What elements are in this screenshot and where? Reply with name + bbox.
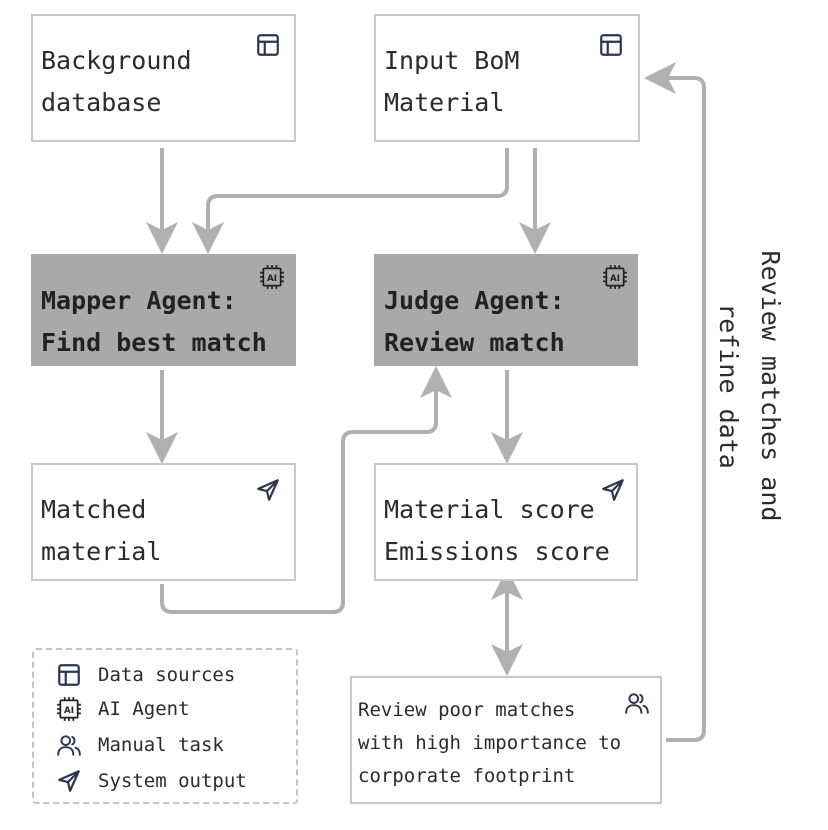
- send-icon: [602, 479, 624, 501]
- table-icon: [600, 34, 622, 56]
- node-review-poor-matches: Review poor matches with high importance…: [350, 676, 662, 804]
- side-label-line2: refine data: [714, 303, 743, 469]
- svg-text:AI: AI: [610, 274, 620, 284]
- arrow-matched-to-judge: [160, 366, 452, 614]
- legend-item-ai-agent: AI AI Agent: [56, 694, 190, 724]
- node-label: Matched material: [41, 495, 162, 566]
- arrow-input-to-mapper: [192, 148, 509, 254]
- node-label: Judge Agent: Review match: [384, 286, 565, 357]
- svg-text:AI: AI: [267, 274, 277, 284]
- svg-text:AI: AI: [64, 706, 74, 716]
- node-background-database: Background database: [31, 14, 296, 142]
- table-icon: [257, 34, 279, 56]
- legend-item-system-output: System output: [56, 766, 247, 796]
- legend-label: System output: [98, 770, 247, 792]
- ai-chip-icon: AI: [603, 265, 627, 289]
- node-label: Background database: [41, 46, 192, 117]
- legend-item-data-sources: Data sources: [56, 660, 235, 690]
- node-label: Material score Emissions score: [384, 495, 610, 566]
- node-judge-agent: Judge Agent: Review match AI: [374, 254, 638, 366]
- ai-chip-icon: AI: [57, 697, 81, 721]
- people-icon: [625, 693, 649, 714]
- node-label: Review poor matches with high importance…: [358, 699, 622, 787]
- node-input-bom: Input BoM Material: [374, 14, 640, 142]
- legend-label: Data sources: [98, 664, 236, 686]
- people-icon: [57, 735, 81, 756]
- node-scores: Material score Emissions score: [374, 463, 638, 581]
- side-label-review-refine: Review matches and refine data: [714, 251, 785, 522]
- legend-label: Manual task: [98, 734, 224, 756]
- table-icon: [58, 664, 80, 686]
- node-mapper-agent: Mapper Agent: Find best match AI: [31, 254, 296, 366]
- node-label: Mapper Agent: Find best match: [41, 286, 267, 357]
- ai-chip-icon: AI: [260, 265, 284, 289]
- node-label: Input BoM Material: [384, 46, 520, 117]
- side-label-line1: Review matches and: [756, 251, 785, 522]
- node-matched-material: Matched material: [31, 463, 296, 581]
- send-icon: [58, 770, 80, 792]
- legend-item-manual-task: Manual task: [56, 730, 224, 760]
- send-icon: [257, 479, 279, 501]
- legend: Data sources AI AI Agent Manual task Sys…: [32, 648, 298, 804]
- legend-label: AI Agent: [98, 698, 190, 720]
- arrow-review-to-input: [644, 62, 706, 742]
